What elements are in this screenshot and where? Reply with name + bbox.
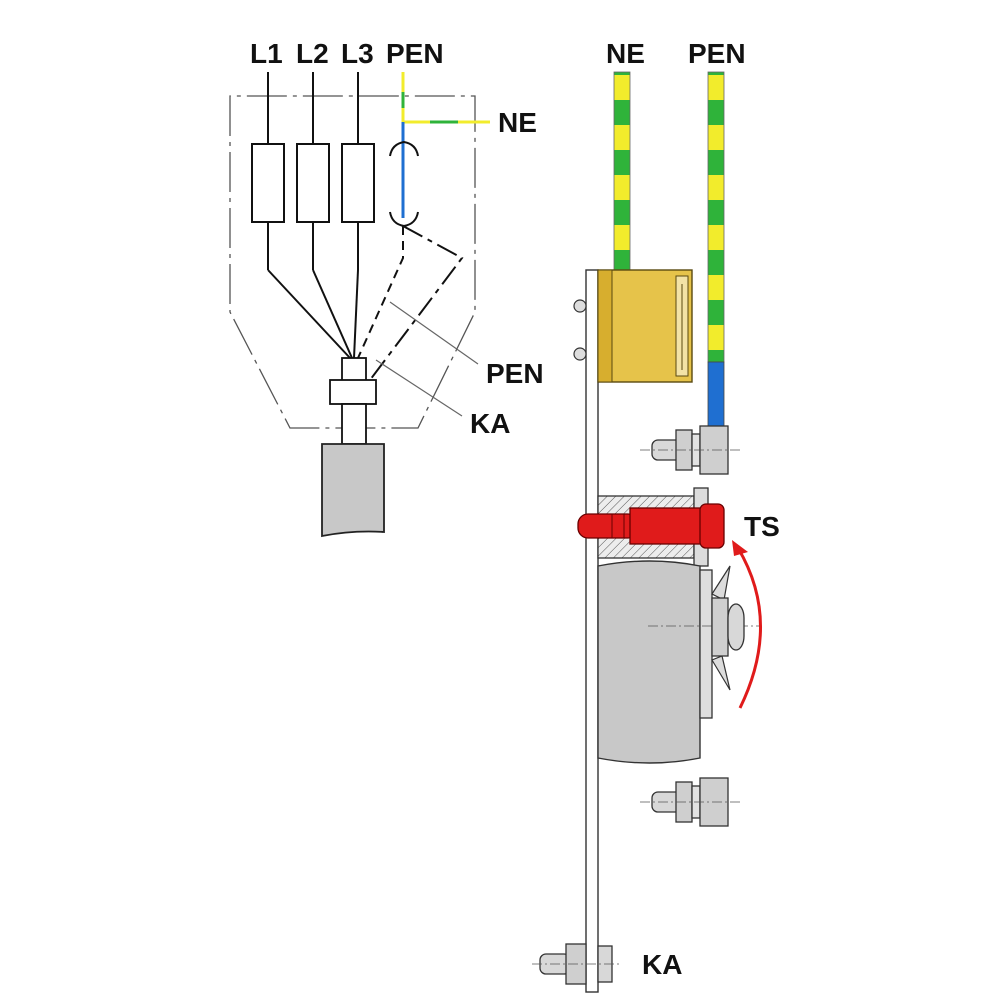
pen-conductor-blue (707, 361, 725, 429)
rotation-arrow-icon (732, 540, 762, 709)
pen-conductor (401, 72, 490, 218)
cable-lug-nut (329, 379, 377, 405)
schematic-enclosure-outline (229, 95, 476, 429)
label-pen-top: PEN (386, 38, 444, 69)
terminal-block (597, 269, 693, 383)
pen-conductor-upper (707, 71, 725, 363)
label-ts: TS (744, 511, 780, 542)
ts-pin (577, 503, 725, 549)
schematic-cable (321, 443, 385, 538)
ne-conductor (613, 71, 631, 273)
cable-lug-sleeve (341, 403, 367, 445)
label-pen-section: PEN (688, 38, 746, 69)
pen-dashed-connection (357, 225, 464, 381)
rotary-knob (711, 565, 745, 691)
label-l2: L2 (296, 38, 329, 69)
switch-body (597, 560, 760, 764)
label-ne-section: NE (606, 38, 645, 69)
fuse-l1 (251, 143, 285, 223)
label-ka-section: KA (642, 949, 682, 980)
schematic: L1 L2 L3 PEN NE PEN KA (229, 38, 544, 538)
label-ka-pointer: KA (470, 408, 510, 439)
fuse-l3 (341, 143, 375, 223)
label-l3: L3 (341, 38, 374, 69)
ka-bolt (532, 943, 622, 985)
neutral-link-top (389, 140, 419, 157)
plate-screw-top (573, 299, 587, 313)
fuse-l2 (296, 143, 330, 223)
section-view: NE PEN TS KA (532, 38, 780, 993)
pen-leader-line (389, 301, 479, 365)
upper-bolt (640, 425, 742, 475)
mounting-plate (585, 269, 599, 993)
lower-bolt (640, 777, 742, 827)
label-ne-schematic: NE (498, 107, 537, 138)
label-l1: L1 (250, 38, 283, 69)
ka-leader-line (375, 359, 463, 417)
phase-conductors (267, 72, 359, 359)
label-pen-pointer: PEN (486, 358, 544, 389)
plate-screw-bottom (573, 347, 587, 361)
